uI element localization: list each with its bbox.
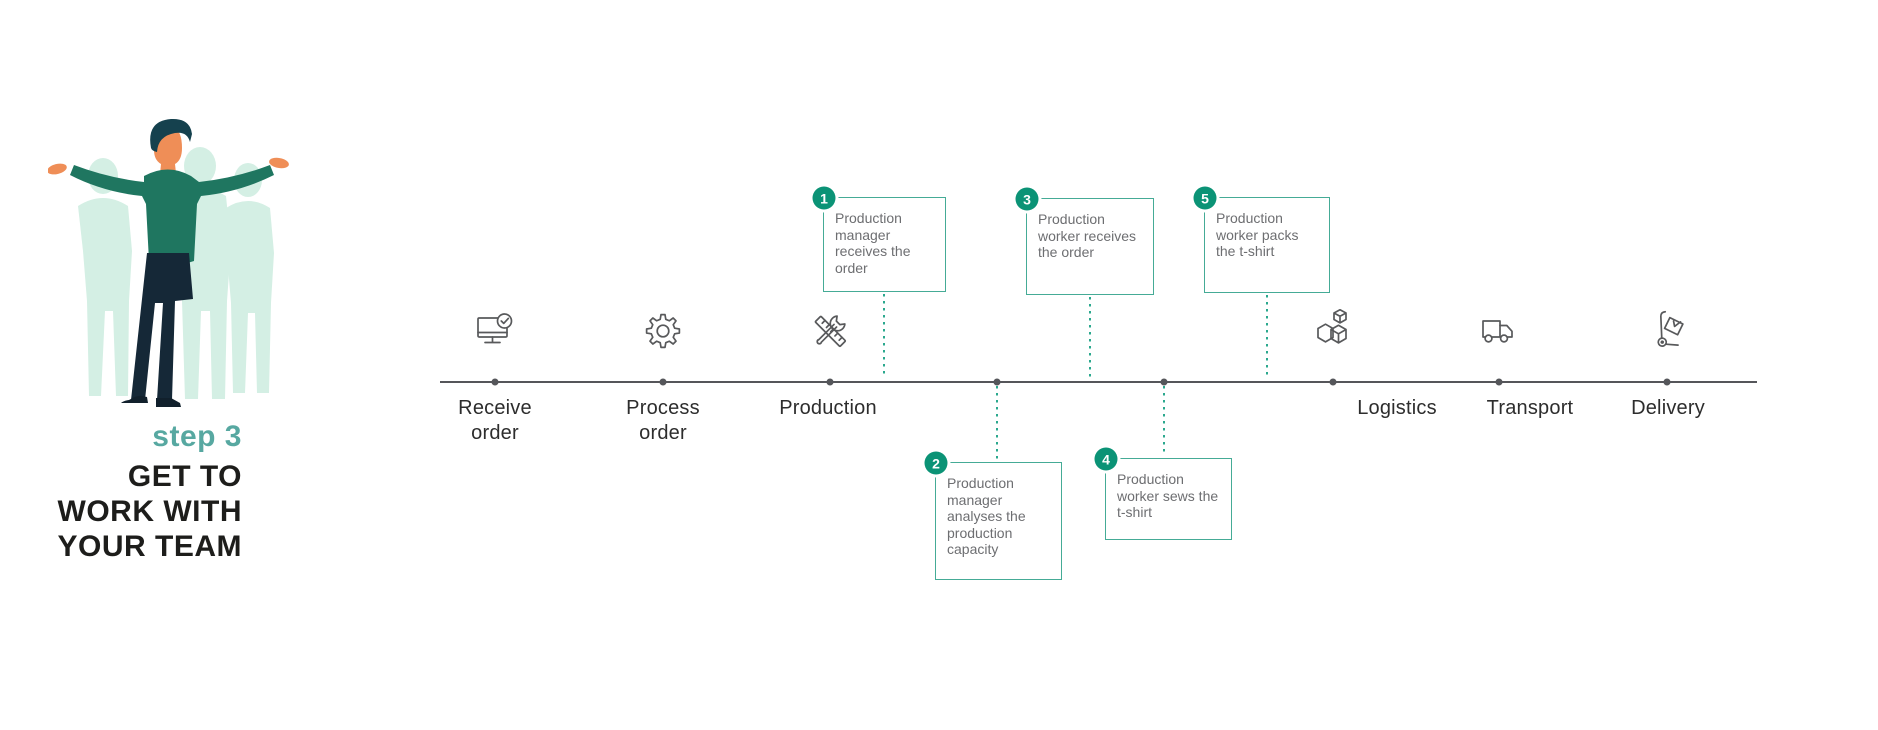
team-illustration xyxy=(48,118,289,407)
stage-label-delivery: Delivery xyxy=(1631,397,1705,419)
callout-number-badge: 5 xyxy=(1193,186,1217,210)
callout-text: Production worker packs the t-shirt xyxy=(1216,210,1299,259)
timeline-dot-production xyxy=(826,378,834,386)
timeline-dot-logistics xyxy=(1329,378,1337,386)
callout-text: Production manager analyses the producti… xyxy=(947,475,1026,557)
tools-icon xyxy=(807,308,853,354)
truck-icon xyxy=(1476,308,1522,354)
timeline-dot xyxy=(1160,378,1168,386)
stage-label-process-order: Process order xyxy=(626,397,700,444)
monitor-check-icon xyxy=(472,308,518,354)
callout-connector xyxy=(1266,295,1268,378)
timeline-dot xyxy=(993,378,1001,386)
timeline-dot-process-order xyxy=(659,378,667,386)
callout-text: Production worker sews the t-shirt xyxy=(1117,471,1219,520)
step-title-line: WORK WITH xyxy=(57,495,242,528)
callout-number-badge: 3 xyxy=(1015,187,1039,211)
stage-label-logistics: Logistics xyxy=(1357,397,1437,419)
man-figure xyxy=(48,118,289,407)
timeline-dot-delivery xyxy=(1663,378,1671,386)
timeline-line xyxy=(440,381,1757,383)
step-label: step 3 xyxy=(152,420,242,453)
timeline-dot-transport xyxy=(1495,378,1503,386)
callout-connector xyxy=(883,294,885,378)
stage-label-transport: Transport xyxy=(1486,397,1574,419)
callout-connector xyxy=(996,386,998,460)
callout-text: Production manager receives the order xyxy=(835,210,911,276)
step-title-line: GET TO xyxy=(127,460,242,493)
gear-icon xyxy=(640,308,686,354)
step-title-line: YOUR TEAM xyxy=(57,530,242,563)
callout-number-badge: 1 xyxy=(812,186,836,210)
callout-text: Production worker receives the order xyxy=(1038,211,1137,260)
callout-number-badge: 2 xyxy=(924,451,948,475)
stage-label-receive-order: Receive order xyxy=(458,397,532,444)
cubes-icon xyxy=(1310,308,1356,354)
callout-number-badge: 4 xyxy=(1094,447,1118,471)
callout-connector xyxy=(1163,386,1165,456)
stage-label-production: Production xyxy=(779,397,877,419)
timeline-dot-receive-order xyxy=(491,378,499,386)
callout-connector xyxy=(1089,297,1091,378)
handtruck-icon xyxy=(1644,308,1690,354)
